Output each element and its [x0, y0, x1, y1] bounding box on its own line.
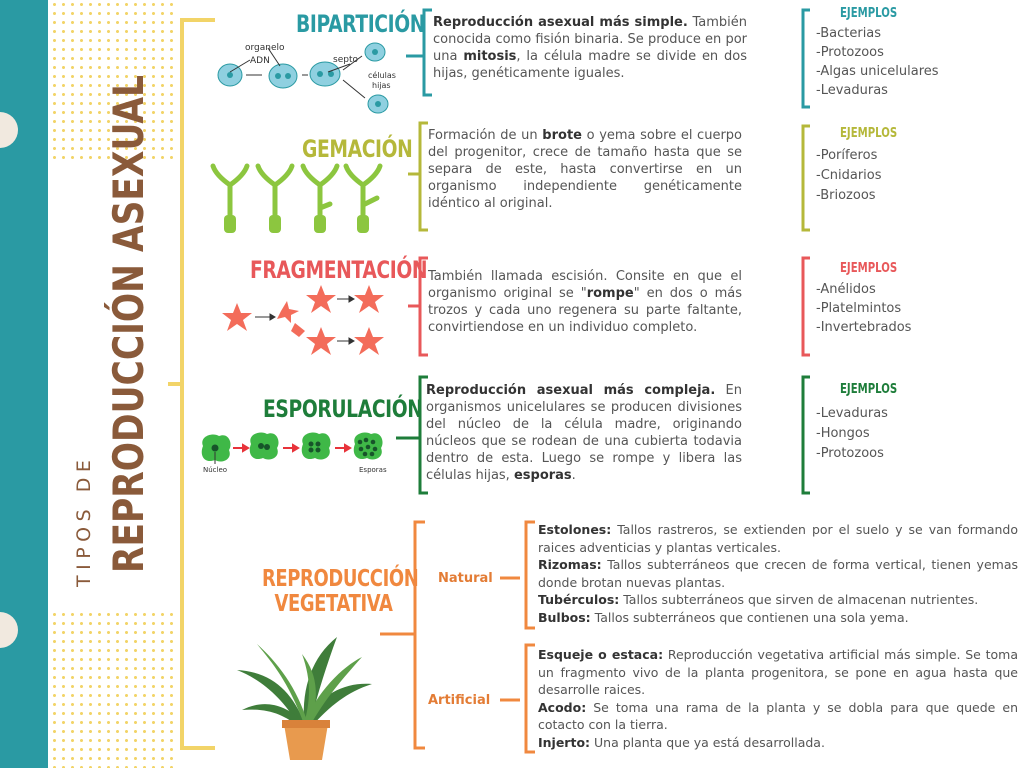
description-biparticion: Reproducción asexual más simple. También…: [433, 15, 748, 81]
biparticion-illustration: organelo ADN septo células hijas: [217, 42, 396, 114]
description-fragmentacion: También llamada escisión. Consite en que…: [428, 269, 742, 335]
section-title-biparticion: BIPARTICIÓN: [296, 10, 426, 38]
list-item: -Platelmintos: [816, 301, 902, 316]
list-item: -Invertebrados: [816, 320, 912, 335]
dot-pattern-bottom: [50, 610, 175, 768]
list-item: -Bacterias: [816, 26, 882, 41]
list-item: -Poríferos: [816, 148, 878, 163]
title-prefix: TIPOS DE: [73, 455, 95, 588]
svg-text:Núcleo: Núcleo: [203, 466, 227, 474]
list-item: Tubérculos: Tallos subterráneos que sirv…: [538, 592, 979, 607]
list-item: Esqueje o estaca: Reproducción vegetativ…: [538, 647, 1019, 697]
list-item: -Algas unicelulares: [816, 64, 939, 79]
potted-plant-illustration: [237, 637, 372, 760]
examples-list-esporulacion: -Levaduras -Hongos -Protozoos: [816, 404, 888, 464]
svg-text:organelo: organelo: [245, 43, 285, 53]
esporulacion-illustration: Núcleo Esporas: [201, 432, 387, 474]
list-item: Acodo: Se toma una rama de la planta y s…: [538, 699, 1018, 733]
list-item: -Hongos: [816, 426, 870, 441]
list-item: -Briozoos: [816, 188, 876, 203]
list-item: Estolones: Tallos rastreros, se extiende…: [538, 522, 1018, 555]
artificial-methods-list: Esqueje o estaca: Reproducción vegetativ…: [538, 646, 1018, 751]
dot-pattern-top: [50, 0, 175, 165]
list-item: Injerto: Una planta que ya está desarrol…: [538, 734, 825, 750]
section-title-esporulacion: ESPORULACIÓN: [263, 395, 423, 423]
svg-text:Esporas: Esporas: [359, 466, 387, 474]
section-title-gemacion: GEMACIÓN: [302, 135, 413, 163]
examples-title-gemacion: EJEMPLOS: [840, 126, 898, 141]
section-title-vegetativa: REPRODUCCIÓN VEGETATIVA: [262, 566, 419, 617]
group-label-natural: Natural: [438, 571, 493, 586]
gemacion-illustration: [210, 163, 383, 233]
examples-title-esporulacion: EJEMPLOS: [840, 382, 898, 397]
description-esporulacion: Reproducción asexual más compleja. En or…: [426, 383, 742, 483]
list-item: -Cnidarios: [816, 168, 882, 183]
list-item: -Protozoos: [816, 45, 884, 60]
group-label-artificial: Artificial: [428, 693, 491, 708]
description-gemacion: Formación de un brote o yema sobre el cu…: [428, 128, 742, 211]
list-item: -Protozoos: [816, 446, 884, 461]
binder-ring: [0, 612, 18, 648]
svg-text:ADN: ADN: [250, 56, 270, 66]
examples-list-gemacion: -Poríferos -Cnidarios -Briozoos: [816, 146, 882, 206]
natural-methods-list: Estolones: Tallos rastreros, se extiende…: [538, 521, 1018, 626]
list-item: -Anélidos: [816, 282, 876, 297]
examples-title-biparticion: EJEMPLOS: [840, 6, 898, 21]
section-title-fragmentacion: FRAGMENTACIÓN: [250, 256, 428, 284]
title-main: REPRODUCCIÓN ASEXUAL: [103, 75, 154, 573]
list-item: Rizomas: Tallos subterráneos que crecen …: [538, 557, 1018, 590]
fragmentacion-illustration: [222, 285, 384, 355]
examples-title-fragmentacion: EJEMPLOS: [840, 261, 898, 276]
svg-text:células: células: [368, 70, 396, 80]
svg-text:hijas: hijas: [372, 81, 391, 90]
svg-text:septo: septo: [333, 55, 358, 65]
list-item: -Levaduras: [816, 83, 888, 98]
list-item: Bulbos: Tallos subterráneos que contiene…: [538, 609, 909, 625]
binder-ring: [0, 112, 18, 148]
examples-list-biparticion: -Bacterias -Protozoos -Algas unicelulare…: [816, 24, 939, 100]
examples-list-fragmentacion: -Anélidos -Platelmintos -Invertebrados: [816, 280, 911, 337]
list-item: -Levaduras: [816, 406, 888, 421]
main-title: TIPOS DE REPRODUCCIÓN ASEXUAL: [55, 75, 165, 590]
